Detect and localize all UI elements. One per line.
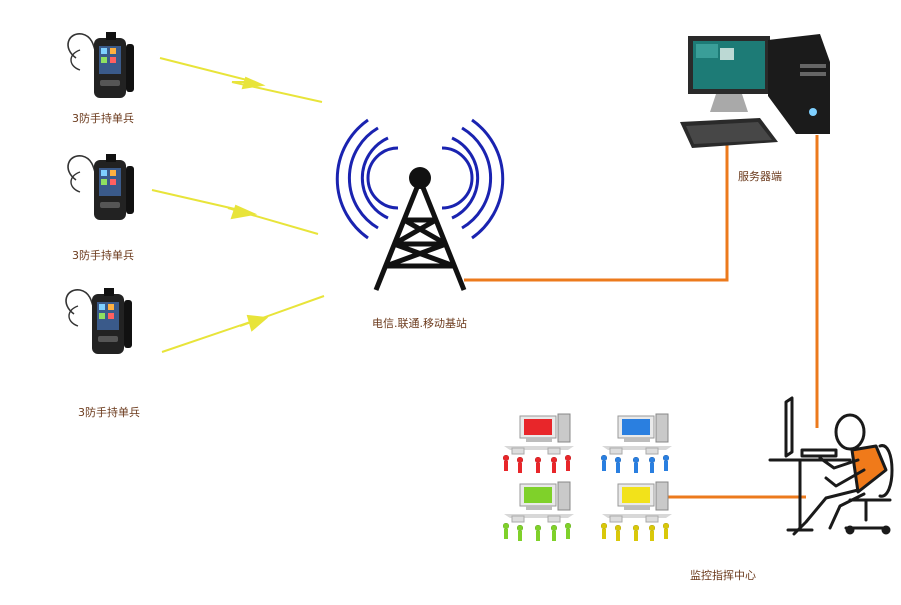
wireless-link-3 [161,295,325,353]
radio-waves-icon [335,118,505,240]
monitoring-workstation-group-icon [502,413,575,474]
handheld-3-label: 3防手持单兵 [78,406,140,419]
server-label: 服务器端 [738,170,782,183]
tower-to-server-link [464,138,729,282]
antenna-head [409,167,431,189]
cell-tower-icon [373,179,467,291]
rugged-handheld-icon [67,153,135,221]
monitor-group-blue [600,413,673,474]
handheld-1-label: 3防手持单兵 [72,112,134,125]
monitoring-workstation-group-icon [600,481,673,542]
operator-workstation [768,396,894,536]
monitor-group-green [502,481,575,542]
command-center-label: 监控指挥中心 [690,569,756,582]
handheld-2-label: 3防手持单兵 [72,249,134,262]
server-computer [680,34,830,148]
wireless-link-1 [159,57,323,103]
wireless-link-2 [151,189,319,235]
handheld-2 [67,153,135,221]
monitor-group-yellow [600,481,673,542]
rugged-handheld-icon [65,287,133,355]
base-station-label: 电信.联通.移动基站 [372,317,467,330]
monitor-group-red [502,413,575,474]
handheld-3 [65,287,133,355]
monitoring-workstation-group-icon [502,481,575,542]
operator-at-workstation-icon [768,396,894,536]
cell-tower [335,118,505,291]
wireless-links [151,57,325,353]
desktop-server-icon [680,34,830,148]
rugged-handheld-icon [67,31,135,99]
monitoring-workstation-group-icon [600,413,673,474]
handheld-1 [67,31,135,99]
wired-links [464,135,819,499]
